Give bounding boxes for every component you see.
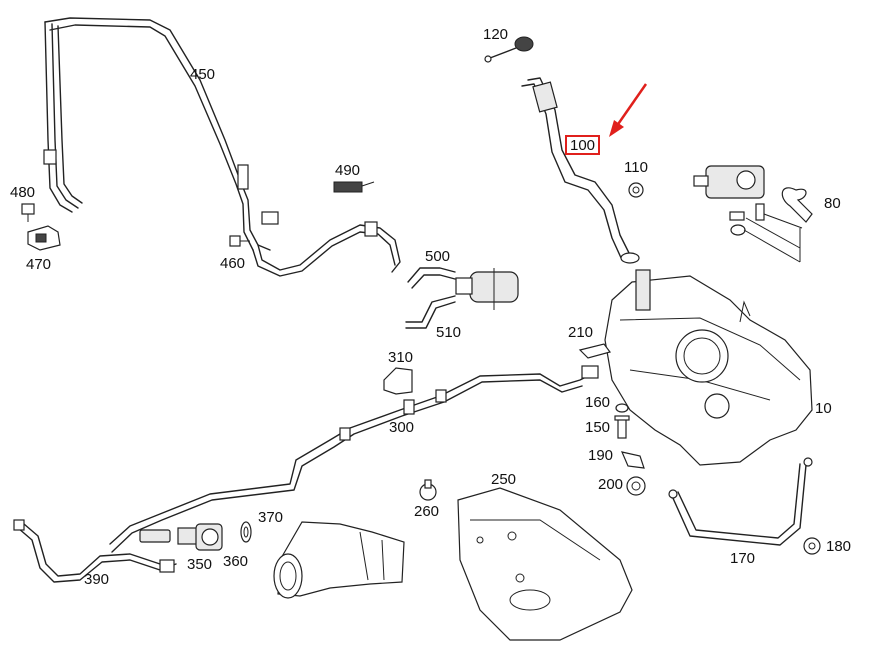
- hose-510: [405, 295, 456, 329]
- label-80: 80: [824, 195, 841, 212]
- label-190: 190: [588, 447, 614, 464]
- label-370: 370: [258, 509, 284, 526]
- cap-120: [484, 36, 534, 63]
- clip-480: [21, 203, 35, 222]
- label-150: 150: [585, 419, 611, 436]
- line-assembly-450: [43, 17, 401, 277]
- bracket-470: [27, 225, 61, 251]
- label-170: 170: [730, 550, 756, 567]
- label-300: 300: [389, 419, 415, 436]
- label-350: 350: [187, 556, 213, 573]
- strap-170: [668, 457, 813, 546]
- label-500: 500: [425, 248, 451, 265]
- air-duct: [273, 521, 405, 599]
- bolt-460: [229, 235, 250, 247]
- label-180: 180: [826, 538, 852, 555]
- label-510: 510: [436, 324, 462, 341]
- label-390: 390: [84, 571, 110, 588]
- label-200: 200: [598, 476, 624, 493]
- pointer-arrow: [609, 83, 648, 137]
- shield-250: [457, 487, 633, 641]
- pump-unit: [455, 268, 519, 310]
- label-360: 360: [223, 553, 249, 570]
- line-assembly-300: [109, 365, 599, 553]
- label-100-highlight: 100: [565, 135, 601, 155]
- ring-370: [240, 521, 252, 543]
- nut-200: [626, 476, 646, 496]
- label-460: 460: [220, 255, 246, 272]
- connector-490: [333, 181, 375, 193]
- label-490: 490: [335, 162, 361, 179]
- washer-160: [615, 403, 629, 413]
- nut-260: [419, 479, 437, 501]
- label-470: 470: [26, 256, 52, 273]
- fitting-350: [139, 527, 201, 545]
- label-160: 160: [585, 394, 611, 411]
- label-310: 310: [388, 349, 414, 366]
- valve-80: [693, 165, 813, 263]
- label-110: 110: [624, 159, 648, 176]
- valve-360: [195, 523, 223, 551]
- line-390: [13, 519, 177, 583]
- label-210: 210: [568, 324, 594, 341]
- label-260: 260: [414, 503, 440, 520]
- label-120: 120: [483, 26, 509, 43]
- label-250: 250: [491, 471, 517, 488]
- label-480: 480: [10, 184, 36, 201]
- clip-190: [620, 451, 645, 469]
- label-450: 450: [190, 66, 216, 83]
- bracket-210: [578, 343, 612, 359]
- fuel-tank-10: [604, 269, 813, 466]
- nut-180: [803, 537, 821, 555]
- filler-neck-100: [521, 77, 640, 264]
- hose-500: [407, 267, 456, 289]
- label-10: 10: [815, 400, 832, 417]
- bolt-150: [614, 415, 630, 439]
- nut-110: [628, 182, 644, 198]
- bracket-310: [383, 367, 413, 395]
